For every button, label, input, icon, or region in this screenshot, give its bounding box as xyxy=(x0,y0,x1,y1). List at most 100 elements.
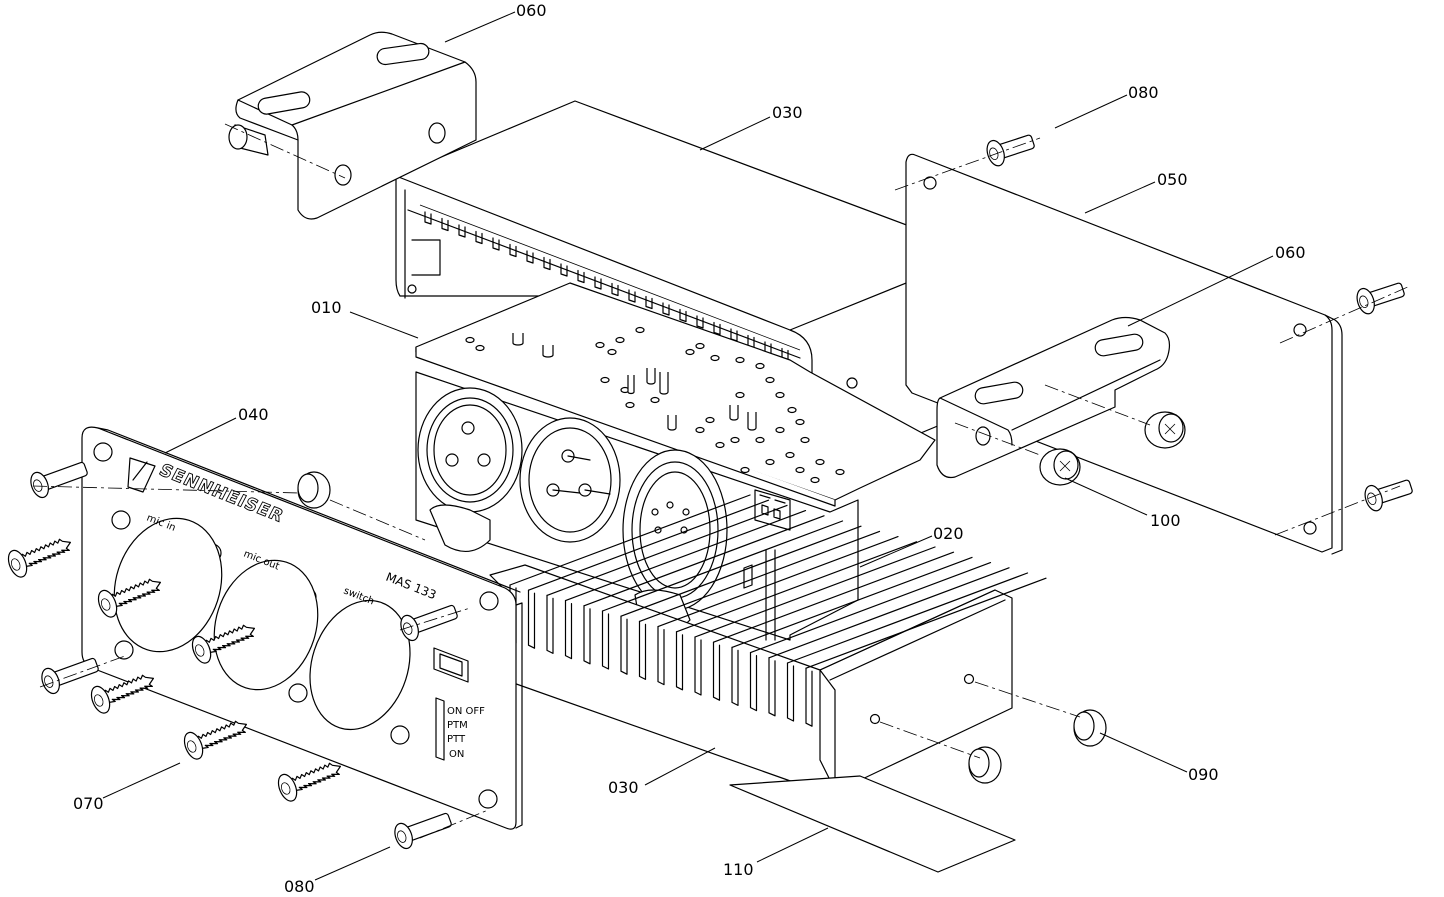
pcb-component xyxy=(795,418,805,426)
pcb-component xyxy=(835,468,845,476)
cooling-fin xyxy=(675,541,918,633)
switch-pos-ptm: PTM xyxy=(447,720,468,731)
cover-tooth xyxy=(713,321,721,336)
cooling-fin-edge xyxy=(657,626,665,686)
screw-080 xyxy=(41,657,99,695)
cooling-fin-edge xyxy=(675,631,684,691)
cover-tooth xyxy=(628,289,636,303)
pcb-component xyxy=(735,391,745,399)
pcb-component xyxy=(650,396,660,404)
cooling-fin-edge xyxy=(583,605,591,665)
callout-060-top: 060 xyxy=(516,1,547,20)
pcb-component xyxy=(685,348,695,356)
screw-080 xyxy=(394,812,452,850)
pcb-component xyxy=(625,401,635,409)
callout-050: 050 xyxy=(1157,170,1188,189)
callout-040: 040 xyxy=(238,405,269,424)
cooling-fin xyxy=(583,515,825,607)
cooling-fin-edge xyxy=(786,662,795,722)
screw-100 xyxy=(1039,448,1081,486)
pcb-component xyxy=(787,406,797,414)
cover-tooth xyxy=(441,217,449,232)
screw-070 xyxy=(191,624,256,664)
cover-tooth xyxy=(611,282,619,297)
screw-070 xyxy=(183,720,248,760)
pcb-component xyxy=(810,476,820,484)
cooling-fin-edge xyxy=(527,589,536,649)
cover-tooth xyxy=(577,269,585,284)
pcb-component xyxy=(715,441,725,449)
pcb-component xyxy=(695,342,705,350)
cooling-fin xyxy=(712,551,955,643)
pcb-component xyxy=(710,354,720,362)
xlr-connector-1 xyxy=(417,387,523,552)
pcb-component xyxy=(705,416,715,424)
cooling-fin xyxy=(749,562,992,654)
cooling-fin-edge xyxy=(564,600,573,660)
callout-060-side: 060 xyxy=(1275,243,1306,262)
cooling-fin-edge xyxy=(638,620,647,680)
pcb-component xyxy=(735,356,745,364)
pcb-component xyxy=(465,336,475,344)
pcb-component xyxy=(615,336,625,344)
cover-tooth xyxy=(696,315,704,329)
cooling-fin-edge xyxy=(620,615,628,675)
pcb-component xyxy=(765,376,775,384)
callout-010: 010 xyxy=(311,298,342,317)
cover-tooth xyxy=(560,263,568,277)
mounting-bracket-060-top xyxy=(228,31,477,220)
cooling-fin-edge xyxy=(731,646,739,706)
pcb-component xyxy=(695,426,705,434)
cooling-fin xyxy=(564,510,807,602)
cooling-fin xyxy=(657,536,899,628)
cover-tooth xyxy=(424,211,432,225)
screw-080 xyxy=(1356,282,1405,315)
pcb-component xyxy=(607,348,617,356)
cooling-fin-edge xyxy=(546,594,554,654)
pcb-component xyxy=(740,466,750,474)
cooling-fin xyxy=(694,546,936,638)
cover-tooth xyxy=(594,276,602,290)
cooling-fin xyxy=(805,577,1047,669)
cooling-fin-edge xyxy=(768,657,776,717)
callout-070: 070 xyxy=(73,794,104,813)
pcb-component xyxy=(775,426,785,434)
callout-080-top: 080 xyxy=(1128,83,1159,102)
screw-080 xyxy=(30,461,88,499)
cooling-fin xyxy=(620,525,862,617)
switch-pos-on-off: ON OFF xyxy=(447,706,485,717)
cooling-fin-edge xyxy=(712,641,721,701)
bottom-housing-030 xyxy=(489,494,1047,796)
pcb-component xyxy=(765,458,775,466)
screw-070 xyxy=(7,538,72,578)
cover-tooth xyxy=(492,237,500,251)
cover-tooth xyxy=(475,230,483,245)
cooling-fin-edge xyxy=(749,652,758,712)
cooling-fin xyxy=(509,494,751,586)
switch-pos-ptt: PTT xyxy=(447,734,466,745)
pcb-component xyxy=(795,466,805,474)
callout-080-bottom: 080 xyxy=(284,877,315,896)
screw-080 xyxy=(986,134,1035,167)
cooling-fin xyxy=(601,520,844,612)
pcb-component xyxy=(595,341,605,349)
pcb-component xyxy=(475,344,485,352)
cover-tooth xyxy=(458,224,466,238)
callout-100: 100 xyxy=(1150,511,1181,530)
cover-tooth xyxy=(645,295,653,310)
cooling-fin xyxy=(638,530,881,622)
cooling-fin xyxy=(786,572,1029,664)
cover-tooth xyxy=(509,243,517,258)
front-panel-040: SENNHEISER mic in mic out switch MAS 133… xyxy=(81,426,523,830)
pcb-component xyxy=(775,391,785,399)
cooling-fin-edge xyxy=(805,667,813,727)
leader-lines xyxy=(102,11,1274,881)
cover-tooth xyxy=(679,308,687,323)
callout-020: 020 xyxy=(933,524,964,543)
foot-090 xyxy=(1073,709,1107,747)
cooling-fin xyxy=(768,567,1010,659)
label-sheet-110 xyxy=(729,775,1016,873)
pcb-component xyxy=(730,436,740,444)
